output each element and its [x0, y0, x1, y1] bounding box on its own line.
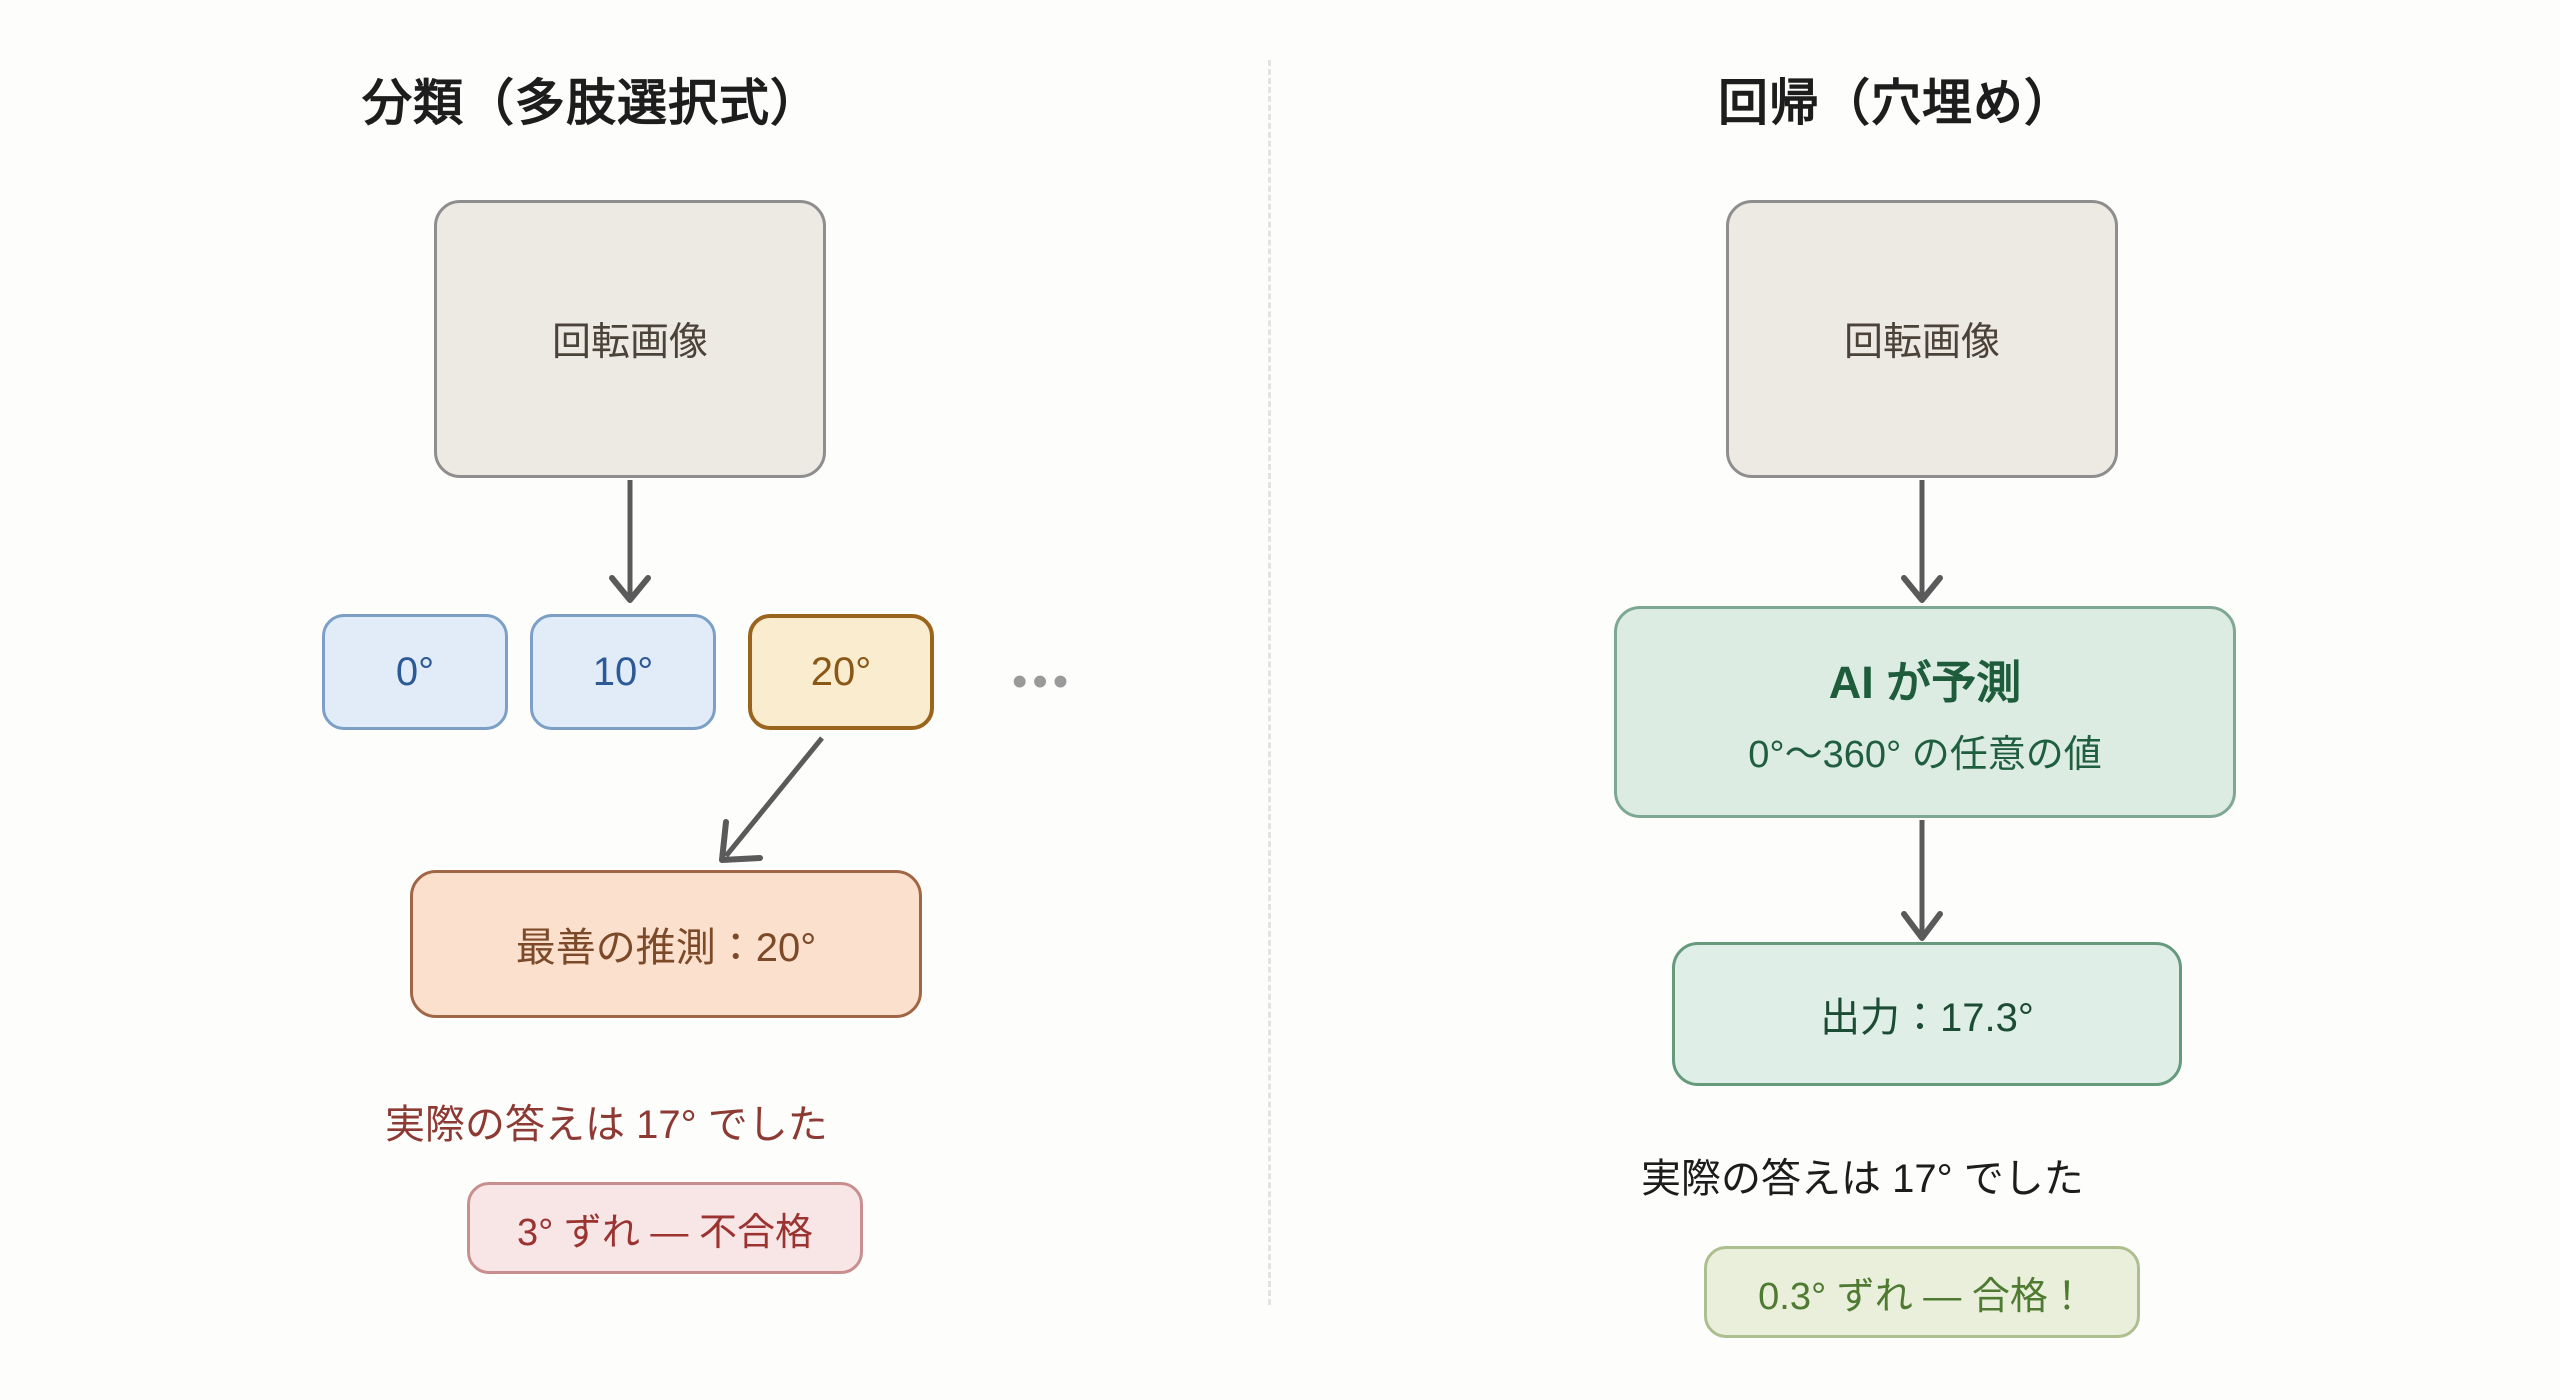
option-chip-0[interactable]: 0° [322, 614, 508, 730]
best-guess-box: 最善の推測：20° [410, 870, 922, 1018]
ai-prediction-range: 0°〜360° の任意の値 [1748, 734, 2102, 776]
right-input-image-label: 回転画像 [1843, 321, 2000, 364]
right-verdict-badge: 0.3° ずれ — 合格！ [1704, 1246, 2140, 1338]
options-ellipsis: ••• [1012, 657, 1074, 706]
best-guess-label: 最善の推測：20° [515, 926, 817, 970]
left-verdict-label: 3° ずれ — 不合格 [516, 1211, 813, 1254]
option-chip-0-label: 0° [395, 649, 435, 694]
left-actual-answer-text: 実際の答えは 17° でした [385, 1103, 828, 1147]
right-input-image-box: 回転画像 [1726, 200, 2118, 478]
right-actual-answer-text: 実際の答えは 17° でした [1641, 1157, 2084, 1201]
ai-prediction-title: AI が予測 [1828, 657, 2022, 708]
output-box: 出力：17.3° [1672, 942, 2182, 1086]
output-label: 出力：17.3° [1820, 996, 2034, 1040]
left-input-image-box: 回転画像 [434, 200, 826, 478]
left-input-image-label: 回転画像 [551, 321, 708, 364]
option-chip-20-selected[interactable]: 20° [748, 614, 934, 730]
right-panel-title: 回帰（穴埋め） [1718, 75, 2075, 131]
left-verdict-badge: 3° ずれ — 不合格 [467, 1182, 863, 1274]
option-chip-10-label: 10° [592, 649, 654, 694]
option-chip-10[interactable]: 10° [530, 614, 716, 730]
right-verdict-label: 0.3° ずれ — 合格！ [1758, 1275, 2086, 1318]
ai-prediction-box: AI が予測 0°〜360° の任意の値 [1614, 606, 2236, 818]
panel-divider [1268, 60, 1271, 1305]
left-panel-title: 分類（多肢選択式） [362, 75, 821, 131]
option-chip-20-label: 20° [810, 649, 872, 694]
